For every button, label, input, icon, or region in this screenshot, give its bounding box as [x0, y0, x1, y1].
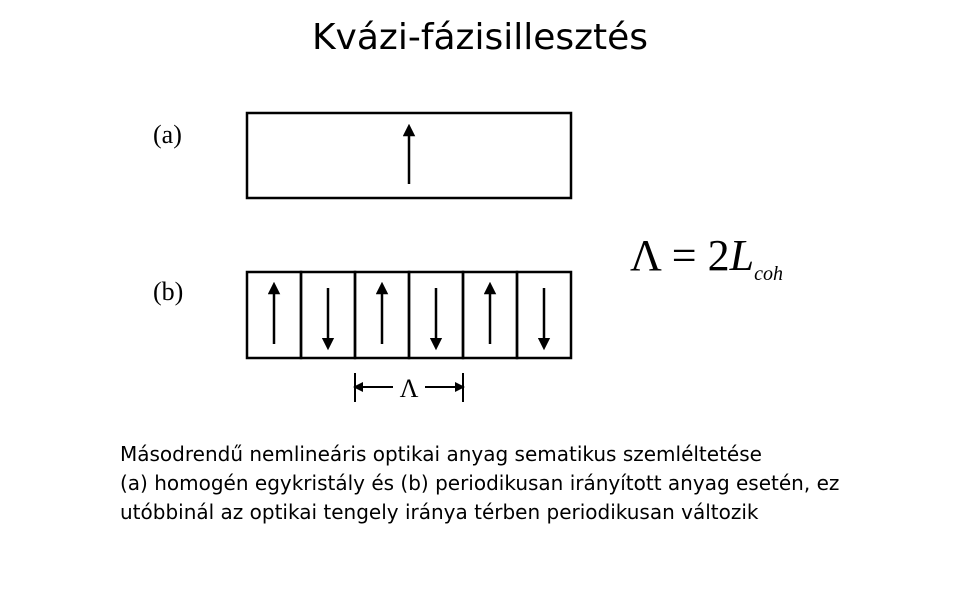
formula-equals: = 2 — [660, 231, 730, 280]
label-a: (a) — [153, 120, 182, 149]
slide-title: Kvázi-fázisillesztés — [311, 17, 649, 58]
period-lambda-label: Λ — [400, 374, 419, 403]
formula-L: L — [729, 231, 755, 280]
crystal-a-box — [245, 111, 573, 200]
crystal-b-domains — [245, 270, 573, 360]
formula-lambda: Λ — [630, 231, 661, 280]
caption-line-2: (a) homogén egykristály és (b) periodiku… — [120, 471, 840, 524]
formula-subscript: coh — [754, 263, 783, 285]
domain-cell — [515, 270, 573, 360]
caption-line-1: Másodrendű nemlineáris optikai anyag sem… — [120, 442, 762, 466]
label-b: (b) — [153, 277, 184, 306]
caption: Másodrendű nemlineáris optikai anyag sem… — [120, 440, 860, 527]
qpm-formula: Λ = 2Lcoh — [630, 226, 783, 304]
